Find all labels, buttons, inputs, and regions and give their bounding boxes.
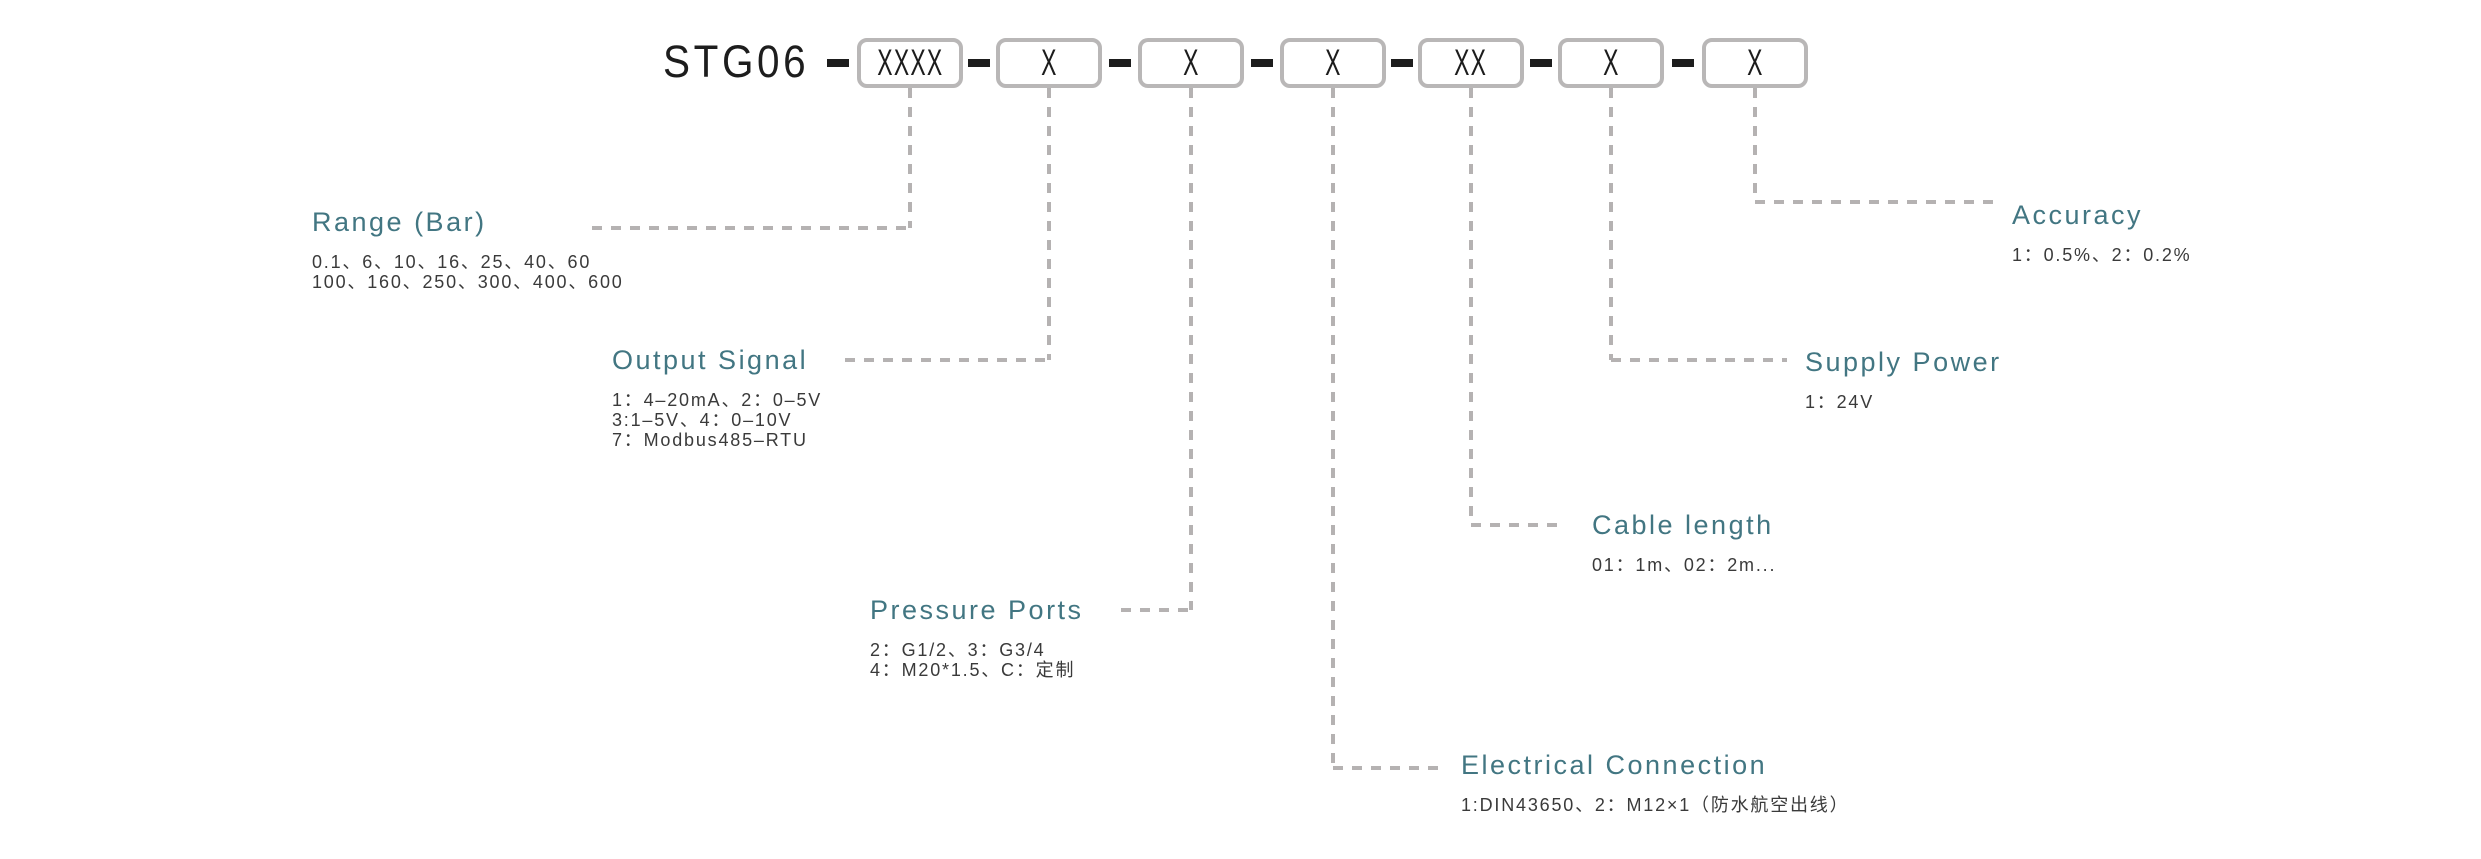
code-box-electrical-connection: X: [1280, 38, 1386, 88]
section-output-signal-line: 3:1–5V、4：0–10V: [612, 410, 793, 430]
connector-output-signal-horizontal: [845, 358, 1049, 362]
section-cable-length: Cable length 01：1m、02：2m...: [1592, 508, 1776, 575]
section-electrical-connection-values: 1:DIN43650、2：M12×1（防水航空出线）: [1461, 795, 1849, 815]
section-output-signal: Output Signal 1：4–20mA、2：0–5V 3:1–5V、4：0…: [612, 343, 822, 450]
section-supply-power: Supply Power 1：24V: [1805, 345, 2002, 412]
section-pressure-ports-line: 2：G1/2、3：G3/4: [870, 640, 1046, 660]
section-pressure-ports: Pressure Ports 2：G1/2、3：G3/4 4：M20*1.5、C…: [870, 593, 1084, 680]
section-output-signal-line: 7：Modbus485–RTU: [612, 430, 808, 450]
connector-electrical-connection-horizontal: [1333, 766, 1441, 770]
section-range: Range (Bar) 0.1、6、10、16、25、40、60 100、160…: [312, 205, 624, 292]
code-separator-dash: [827, 59, 849, 67]
code-box-range-text: XXXX: [876, 42, 944, 83]
section-electrical-connection-line: 1:DIN43650、2：M12×1（防水航空出线）: [1461, 795, 1850, 815]
section-electrical-connection: Electrical Connection 1:DIN43650、2：M12×1…: [1461, 748, 1849, 815]
code-separator-dash: [1251, 59, 1273, 67]
section-output-signal-values: 1：4–20mA、2：0–5V 3:1–5V、4：0–10V 7：Modbus4…: [612, 390, 822, 450]
section-cable-length-values: 01：1m、02：2m...: [1592, 555, 1776, 575]
connector-range-vertical: [908, 88, 912, 228]
section-range-values: 0.1、6、10、16、25、40、60 100、160、250、300、400…: [312, 252, 624, 292]
section-pressure-ports-line: 4：M20*1.5、C：定制: [870, 660, 1076, 680]
section-pressure-ports-values: 2：G1/2、3：G3/4 4：M20*1.5、C：定制: [870, 640, 1084, 680]
section-accuracy-line: 1：0.5%、2：0.2%: [2012, 245, 2192, 265]
section-range-line: 100、160、250、300、400、600: [312, 272, 624, 292]
code-box-output-signal-text: X: [1040, 42, 1058, 83]
connector-accuracy-horizontal: [1755, 200, 1998, 204]
connector-range-horizontal: [592, 226, 910, 230]
section-supply-power-line: 1：24V: [1805, 392, 1875, 412]
connector-cable-length-horizontal: [1471, 523, 1563, 527]
code-separator-dash: [1530, 59, 1552, 67]
code-box-cable-length: XX: [1418, 38, 1524, 88]
code-box-cable-length-text: XX: [1454, 42, 1488, 83]
section-supply-power-title: Supply Power: [1805, 347, 2002, 377]
section-range-line: 0.1、6、10、16、25、40、60: [312, 252, 592, 272]
section-pressure-ports-title: Pressure Ports: [870, 595, 1084, 625]
section-supply-power-values: 1：24V: [1805, 392, 2002, 412]
connector-pressure-ports-vertical: [1189, 88, 1193, 610]
section-cable-length-line: 01：1m、02：2m...: [1592, 555, 1777, 575]
connector-supply-power-vertical: [1609, 88, 1613, 360]
code-box-supply-power: X: [1558, 38, 1664, 88]
section-accuracy: Accuracy 1：0.5%、2：0.2%: [2012, 198, 2191, 265]
section-output-signal-title: Output Signal: [612, 345, 809, 375]
section-output-signal-line: 1：4–20mA、2：0–5V: [612, 390, 823, 410]
section-electrical-connection-title: Electrical Connection: [1461, 750, 1768, 780]
connector-pressure-ports-horizontal: [1121, 608, 1191, 612]
code-separator-dash: [1672, 59, 1694, 67]
code-box-pressure-ports-text: X: [1182, 42, 1200, 83]
connector-electrical-connection-vertical: [1331, 88, 1335, 768]
section-accuracy-title: Accuracy: [2012, 200, 2144, 230]
code-box-accuracy: X: [1702, 38, 1808, 88]
section-cable-length-title: Cable length: [1592, 510, 1774, 540]
code-separator-dash: [1109, 59, 1131, 67]
code-separator-dash: [968, 59, 990, 67]
code-box-supply-power-text: X: [1602, 42, 1620, 83]
code-box-accuracy-text: X: [1746, 42, 1764, 83]
connector-cable-length-vertical: [1469, 88, 1473, 525]
code-box-output-signal: X: [996, 38, 1102, 88]
section-accuracy-values: 1：0.5%、2：0.2%: [2012, 245, 2191, 265]
model-prefix: STG06: [663, 36, 810, 87]
code-box-range: XXXX: [857, 38, 963, 88]
connector-accuracy-vertical: [1753, 88, 1757, 202]
connector-output-signal-vertical: [1047, 88, 1051, 360]
code-box-pressure-ports: X: [1138, 38, 1244, 88]
code-separator-dash: [1391, 59, 1413, 67]
connector-supply-power-horizontal: [1611, 358, 1787, 362]
section-range-title: Range (Bar): [312, 207, 487, 237]
code-box-electrical-connection-text: X: [1324, 42, 1342, 83]
